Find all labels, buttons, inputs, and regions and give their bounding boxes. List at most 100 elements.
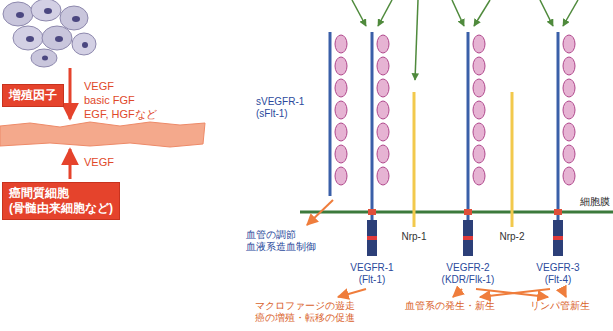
text-line: (KDR/Flk-1) (442, 274, 495, 286)
ligand-arrow (540, 0, 553, 26)
text-line: VEGFR-1 (350, 262, 394, 274)
cell-nucleus (44, 8, 52, 14)
secretion-arrow (69, 149, 72, 179)
ligand-name: VEGF (84, 156, 114, 169)
tumor-band (0, 122, 205, 147)
ig-domain (473, 79, 485, 97)
receptor-chain (329, 32, 332, 196)
transmembrane-domain (464, 209, 472, 215)
ig-domain (335, 79, 347, 97)
ligand-name: EGF, HGFなど (84, 108, 157, 121)
kinase-insert (367, 236, 377, 240)
transmembrane-domain (368, 209, 376, 215)
cell (60, 6, 88, 30)
effect-label: リンパ管新生 (530, 300, 590, 312)
ig-domain (473, 123, 485, 141)
ig-domain (563, 123, 575, 141)
ig-domain (563, 35, 575, 53)
ig-domain (563, 57, 575, 75)
ig-domain (377, 35, 389, 53)
ig-domain (377, 101, 389, 119)
cell (31, 49, 57, 67)
cell-nucleus (42, 56, 48, 61)
ig-domain (473, 57, 485, 75)
cell-nucleus (55, 36, 63, 42)
effect-arrow (480, 289, 550, 297)
text-line: VEGFR-2 (442, 262, 495, 274)
factor-box: 増殖因子 (2, 84, 64, 107)
neuropilin-1 (413, 92, 416, 227)
ig-domain (563, 167, 575, 185)
text-line: 血液系造血制御 (246, 241, 316, 253)
ig-domain (335, 101, 347, 119)
text-line: VEGFR-3 (536, 262, 580, 274)
effect-arrow (338, 289, 366, 297)
text-line: マクロファージの遊走 (255, 300, 355, 312)
kinase-domain (553, 220, 563, 256)
box-text: 増殖因子 (9, 88, 57, 103)
ig-domain (335, 145, 347, 163)
ig-domain (377, 57, 389, 75)
ig-domain (335, 167, 347, 185)
ig-domain (335, 123, 347, 141)
kinase-insert (463, 236, 473, 240)
ligand-name: basic FGF (84, 94, 135, 107)
cell-nucleus (16, 12, 24, 18)
ig-domain (377, 145, 389, 163)
cell-membrane (300, 211, 613, 214)
coreceptor-name: Nrp-2 (499, 231, 525, 243)
text-line: (sFlt-1) (256, 108, 305, 120)
ligand-arrows (352, 0, 578, 80)
receptor-chain (557, 32, 560, 220)
ig-domain (473, 145, 485, 163)
cell (72, 33, 96, 55)
effect-label: マクロファージの遊走 癌の増殖・転移の促進 (255, 300, 355, 324)
kinase-domain (367, 220, 377, 256)
secretion-arrow (69, 68, 72, 119)
ig-domain (377, 167, 389, 185)
receptor-name: VEGFR-2 (KDR/Flk-1) (442, 262, 495, 286)
text-line: sVEGFR-1 (256, 96, 305, 108)
receptor (463, 32, 485, 256)
receptor-name: VEGFR-1 (Flt-1) (350, 262, 394, 286)
text-line: (骨髄由来細胞など) (9, 201, 113, 216)
cell (3, 2, 33, 26)
effect-arrow (453, 289, 462, 297)
ig-domain (473, 35, 485, 53)
effect-label: 血管系の発生・新生 (405, 300, 495, 312)
coreceptor-name: Nrp-1 (401, 231, 427, 243)
receptor (553, 32, 575, 256)
ligand-arrow (474, 0, 490, 26)
cell-nucleus (72, 16, 80, 22)
text-line: (Flt-4) (536, 274, 580, 286)
factor-box: 癌間質細胞 (骨髄由来細胞など) (2, 182, 120, 220)
ligand-arrow (415, 0, 418, 80)
effect-label: 血管の調節 血液系造血制御 (246, 229, 316, 253)
text-line: (Flt-1) (350, 274, 394, 286)
kinase-domain (463, 220, 473, 256)
box-text: 癌間質細胞 (骨髄由来細胞など) (9, 186, 113, 216)
receptor-chain (467, 32, 470, 220)
cell-cluster (3, 0, 96, 67)
ligand-arrow (352, 0, 366, 26)
receptor-name: sVEGFR-1 (sFlt-1) (256, 96, 305, 120)
ig-domain (563, 101, 575, 119)
cell (31, 0, 61, 21)
receptor-name: VEGFR-3 (Flt-4) (536, 262, 580, 286)
ig-domain (377, 79, 389, 97)
soluble-receptor (330, 32, 347, 196)
ligand-arrow (378, 0, 392, 26)
effect-arrows (307, 200, 566, 297)
cell-nucleus (26, 36, 34, 42)
ligand-arrow (563, 0, 578, 26)
cell (13, 26, 43, 50)
ig-domain (473, 101, 485, 119)
membrane-label: 細胞膜 (580, 196, 610, 208)
text-line: 癌の増殖・転移の促進 (255, 312, 355, 324)
transmembrane-domain (554, 209, 562, 215)
receptor (367, 32, 389, 256)
text-line: 血管の調節 (246, 229, 316, 241)
text-line: 癌間質細胞 (9, 186, 113, 201)
ig-domain (335, 35, 347, 53)
